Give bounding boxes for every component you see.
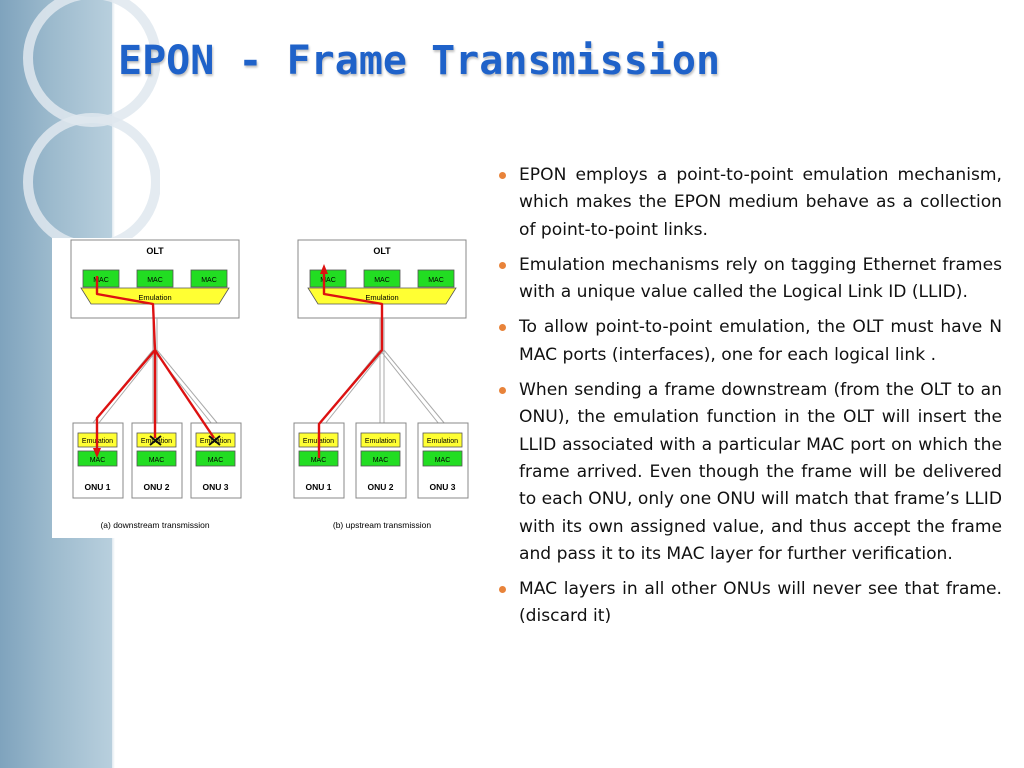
- bullet-dot-icon: [499, 586, 506, 594]
- panel-upstream: OLT Emulation MAC MAC MAC Emu: [293, 239, 469, 530]
- mac-box-1: [82, 269, 120, 288]
- caption-upstream: (b) upstream transmission: [333, 520, 432, 530]
- caption-downstream: (a) downstream transmission: [100, 520, 209, 530]
- onu3-mac-label: MAC: [208, 457, 224, 464]
- bullet-item: EPON employs a point-to-point emulation …: [496, 162, 1002, 244]
- bullet-dot-icon: [499, 261, 506, 269]
- panel-downstream: OLT Emulation MAC MAC MAC: [70, 239, 242, 530]
- mac-box-3: [190, 269, 228, 288]
- onu3-emulation-label-b: Emulation: [427, 438, 458, 445]
- mac-label-b1: MAC: [320, 277, 336, 284]
- onu1-mac-label: MAC: [90, 457, 106, 464]
- onu2-mac-label: MAC: [149, 457, 165, 464]
- downstream-frame-path: [95, 276, 215, 450]
- onu1-name: ONU 1: [85, 482, 111, 492]
- onu2-name: ONU 2: [144, 482, 170, 492]
- bullet-dot-icon: [499, 324, 506, 332]
- onu3-name: ONU 3: [203, 482, 229, 492]
- emulation-label-b: Emulation: [365, 293, 398, 302]
- onu1-name-b: ONU 1: [306, 482, 332, 492]
- onu2-name-b: ONU 2: [368, 482, 394, 492]
- bullet-text: When sending a frame downstream (from th…: [519, 380, 1002, 564]
- epon-transmission-figure: OLT Emulation MAC MAC MAC: [52, 238, 473, 538]
- bullet-text: To allow point-to-point emulation, the O…: [519, 317, 1002, 365]
- bullet-list: EPON employs a point-to-point emulation …: [496, 162, 1002, 639]
- mac-box-2: [136, 269, 174, 288]
- mac-label-1: MAC: [93, 277, 109, 284]
- olt-label: OLT: [146, 246, 164, 256]
- olt-label-b: OLT: [373, 246, 391, 256]
- emulation-label: Emulation: [138, 293, 171, 302]
- mac-label-b2: MAC: [374, 277, 390, 284]
- bullet-dot-icon: [499, 387, 506, 395]
- mac-label-b3: MAC: [428, 277, 444, 284]
- discard-marks: [149, 435, 221, 446]
- bullet-item: When sending a frame downstream (from th…: [496, 377, 1002, 568]
- onu2-mac-label-b: MAC: [373, 457, 389, 464]
- onu2-emulation-label-b: Emulation: [365, 438, 396, 445]
- epon-diagram: OLT Emulation MAC MAC MAC: [70, 239, 469, 530]
- bullet-item: Emulation mechanisms rely on tagging Eth…: [496, 252, 1002, 307]
- emulation-layer: [80, 287, 230, 305]
- onu1-mac-label-b: MAC: [311, 457, 327, 464]
- bullet-item: To allow point-to-point emulation, the O…: [496, 314, 1002, 369]
- bullet-dot-icon: [499, 172, 506, 179]
- mac-label-2: MAC: [147, 277, 163, 284]
- upstream-frame-path: [317, 272, 384, 458]
- bullet-text: MAC layers in all other ONUs will never …: [519, 579, 1002, 627]
- bullet-text: Emulation mechanisms rely on tagging Eth…: [519, 254, 1002, 303]
- slide-title: EPON - Frame Transmission: [118, 38, 721, 84]
- onu3-mac-label-b: MAC: [435, 457, 451, 464]
- onu3-name-b: ONU 3: [430, 482, 456, 492]
- bullet-text: EPON employs a point-to-point emulation …: [519, 165, 1002, 240]
- bullet-item: MAC layers in all other ONUs will never …: [496, 576, 1002, 631]
- mac-label-3: MAC: [201, 277, 217, 284]
